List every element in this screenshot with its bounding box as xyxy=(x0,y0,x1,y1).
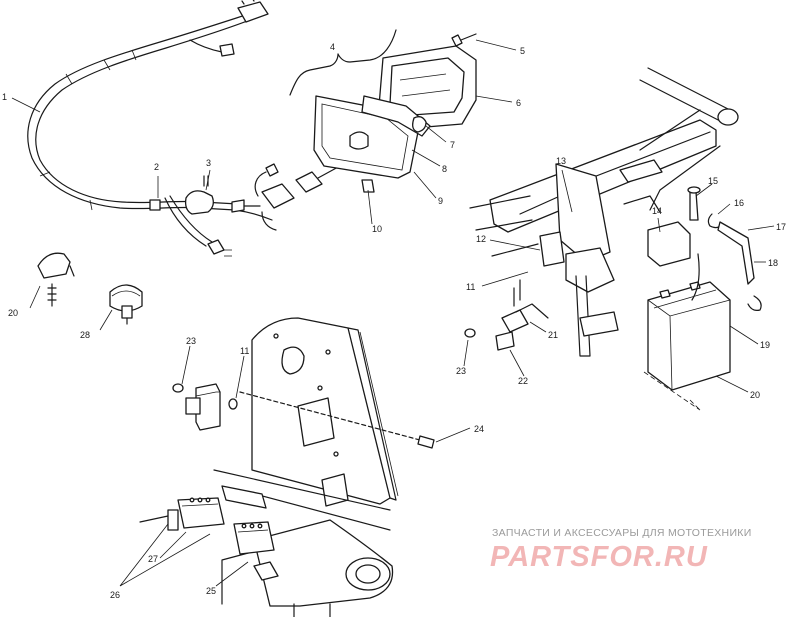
callout-9: 9 xyxy=(438,196,443,206)
callout-20-left: 20 xyxy=(8,308,18,318)
callout-17: 17 xyxy=(776,222,786,232)
callout-23-center: 23 xyxy=(186,336,196,346)
watermark-logo: PARTSFOR.RU xyxy=(490,541,708,573)
callout-10: 10 xyxy=(372,224,382,234)
callout-21: 21 xyxy=(548,330,558,340)
wiring-harness xyxy=(27,0,341,257)
callout-6: 6 xyxy=(516,98,521,108)
callout-26: 26 xyxy=(110,590,120,600)
frame-section xyxy=(469,67,739,357)
callout-12: 12 xyxy=(476,234,486,244)
clip-28 xyxy=(109,284,143,325)
callout-8: 8 xyxy=(442,164,447,174)
watermark-subtitle: ЗАПЧАСТИ И АКСЕССУАРЫ ДЛЯ МОТОТЕХНИКИ xyxy=(492,527,752,539)
callout-27: 27 xyxy=(148,554,158,564)
callout-24: 24 xyxy=(474,424,484,434)
callout-22: 22 xyxy=(518,376,528,386)
callout-11-center: 11 xyxy=(240,346,249,356)
cdi-modules xyxy=(139,383,275,555)
callout-1: 1 xyxy=(2,92,7,102)
leader-lines xyxy=(11,39,775,587)
callout-28: 28 xyxy=(80,330,90,340)
callout-5: 5 xyxy=(520,46,525,56)
callout-20-right: 20 xyxy=(750,390,760,400)
callout-14: 14 xyxy=(652,206,662,216)
callout-11-right: 11 xyxy=(466,282,475,292)
callout-13: 13 xyxy=(556,156,566,166)
callout-25: 25 xyxy=(206,586,216,596)
callout-16: 16 xyxy=(734,198,744,208)
callout-2: 2 xyxy=(154,162,159,172)
callout-18: 18 xyxy=(768,258,778,268)
ignition-parts-right xyxy=(464,279,549,351)
bolt-24 xyxy=(239,391,435,449)
callout-23-right: 23 xyxy=(456,366,466,376)
callout-7: 7 xyxy=(450,140,455,150)
mounting-plate xyxy=(213,317,399,617)
callout-19: 19 xyxy=(760,340,770,350)
fastener-20-left xyxy=(37,252,75,307)
watermark: ЗАПЧАСТИ И АКСЕССУАРЫ ДЛЯ МОТОТЕХНИКИ PA… xyxy=(490,527,752,573)
callout-3: 3 xyxy=(206,158,211,168)
tail-light-assembly xyxy=(289,29,477,193)
callout-4: 4 xyxy=(330,42,335,52)
callout-labels: 1 2 3 4 5 6 7 8 9 10 11 11 12 13 14 15 1… xyxy=(2,42,786,600)
battery xyxy=(643,186,762,411)
callout-15: 15 xyxy=(708,176,718,186)
